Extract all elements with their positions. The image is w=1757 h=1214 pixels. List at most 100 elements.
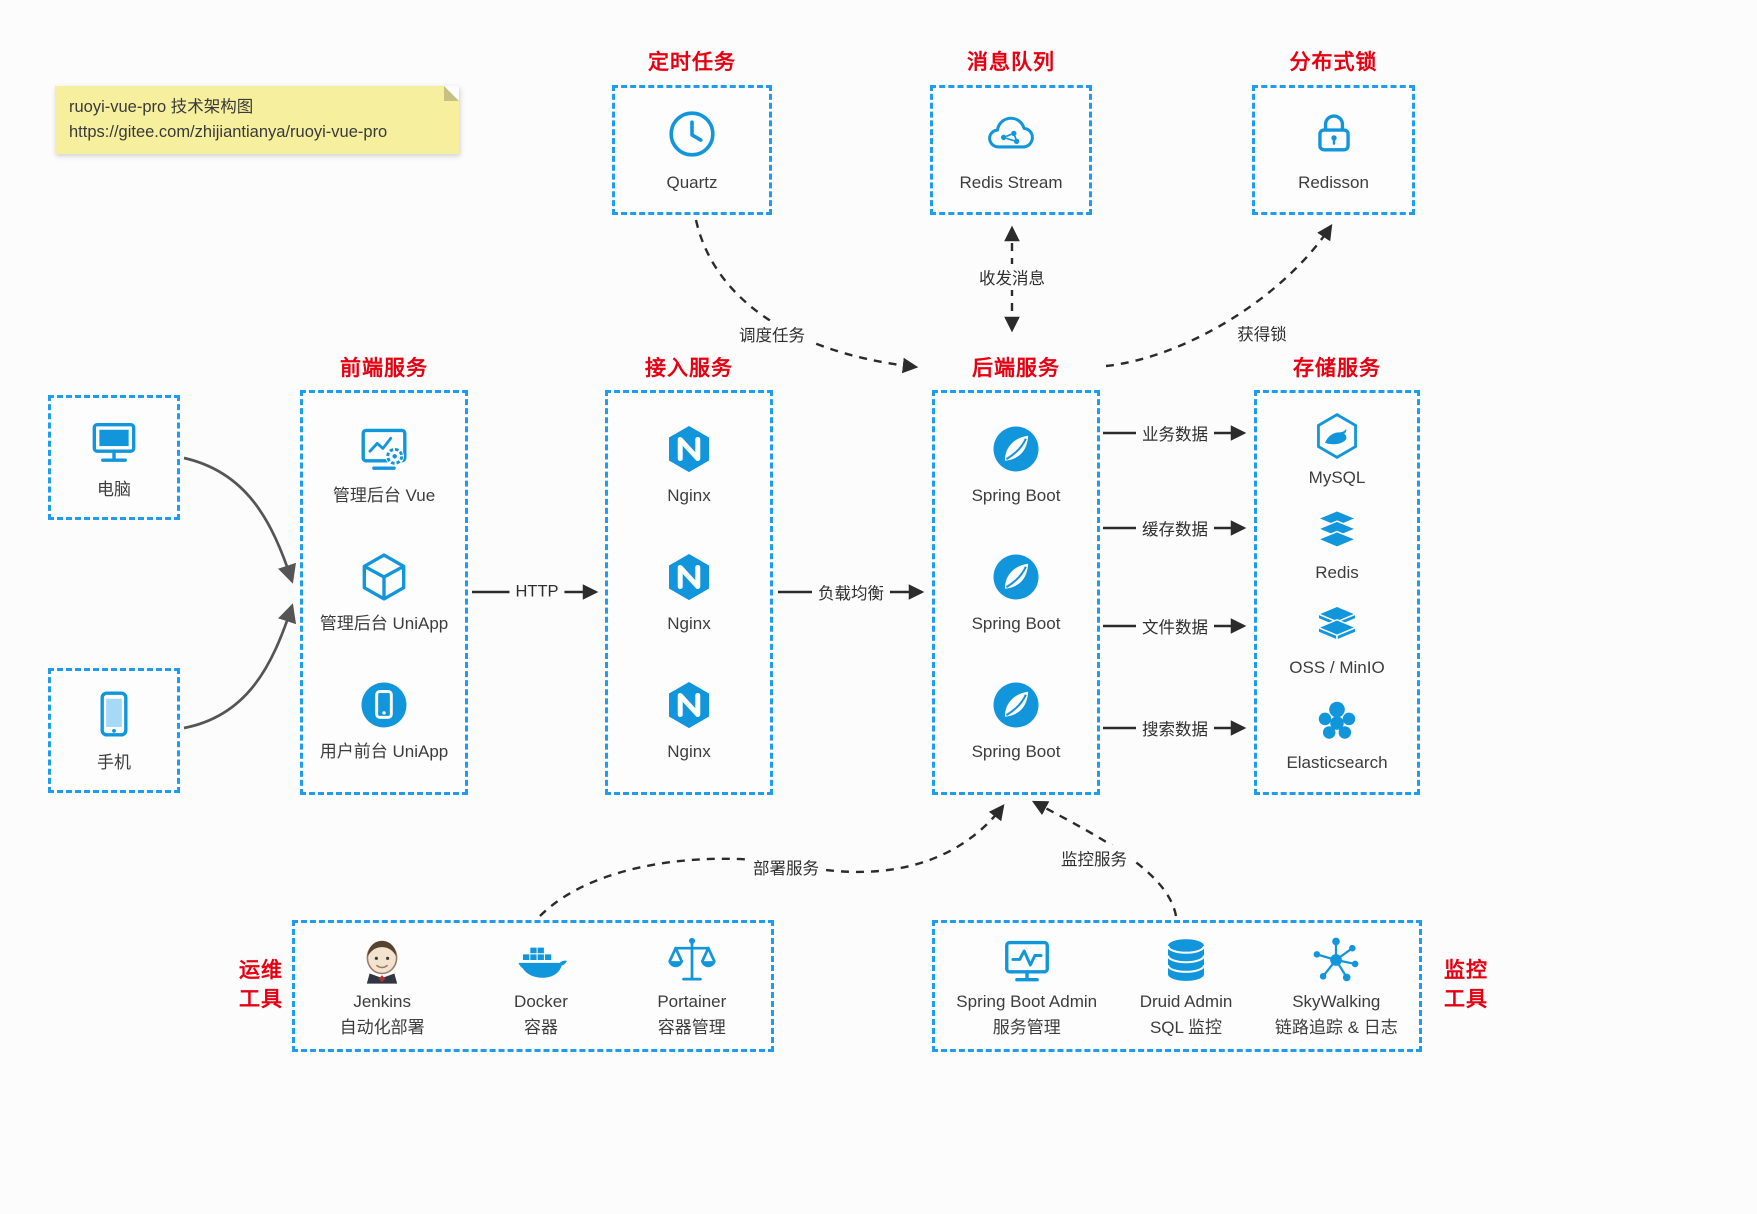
admin-uniapp-label: 管理后台 UniApp (319, 613, 449, 633)
mysql-node: MySQL (1309, 411, 1365, 489)
section-title-scheduled-tasks: 定时任务 (648, 51, 736, 74)
spring-boot-icon (989, 422, 1043, 476)
docker-node: Docker 容器 (514, 933, 568, 1039)
frontend-services-box: 管理后台 Vue 管理后台 UniApp 用户前台 UniApp (300, 390, 468, 795)
docker-icon (514, 933, 568, 987)
section-title-message-queue: 消息队列 (967, 51, 1055, 74)
nginx-label: Nginx (667, 613, 711, 633)
jenkins-sub-label: 自动化部署 (339, 1018, 425, 1037)
ops-side-label-line1: 运维 (239, 959, 283, 982)
redis-node: Redis (1312, 506, 1362, 584)
section-title-frontend: 前端服务 (340, 357, 428, 380)
jenkins-node: Jenkins 自动化部署 (340, 933, 425, 1039)
storage-stack-icon (1312, 601, 1362, 651)
section-title-access: 接入服务 (645, 357, 733, 380)
portainer-label: Portainer (657, 992, 727, 1011)
edge-label-cache-data: 缓存数据 (1136, 515, 1214, 541)
monitor-tools-side-label: 监控 工具 (1437, 956, 1495, 1014)
admin-vue-node: 管理后台 Vue (333, 422, 435, 507)
monitor-side-label-line2: 工具 (1444, 988, 1488, 1011)
edge-label-lock: 获得锁 (1231, 320, 1293, 346)
storage-services-box: MySQL Redis OSS / MinIO Elasticsearch (1254, 390, 1420, 795)
portainer-scales-icon (665, 933, 719, 987)
user-uniapp-label: 用户前台 UniApp (319, 741, 449, 761)
jenkins-icon (355, 933, 409, 987)
edge-lock-path (1105, 224, 1333, 368)
nginx-icon (662, 678, 716, 732)
spring-boot-icon (989, 550, 1043, 604)
monitor-icon (87, 414, 141, 468)
edge-label-messaging: 收发消息 (973, 264, 1051, 290)
spring-boot-icon (989, 678, 1043, 732)
user-uniapp-node: 用户前台 UniApp (320, 678, 448, 763)
access-services-box: Nginx Nginx Nginx (605, 390, 773, 795)
spring-boot-admin-sub-label: 服务管理 (992, 1018, 1061, 1037)
note-url: https://gitee.com/zhijiantianya/ruoyi-vu… (69, 123, 388, 141)
ops-tools-side-label: 运维 工具 (232, 956, 290, 1014)
pc-label: 电脑 (97, 480, 131, 499)
spring-boot-node: Spring Boot (971, 422, 1061, 507)
admin-vue-label: 管理后台 Vue (332, 486, 436, 506)
uniapp-user-icon (357, 678, 411, 732)
spring-boot-label: Spring Boot (971, 741, 1061, 761)
monitor-side-label-line1: 监控 (1444, 959, 1488, 982)
phone-label: 手机 (97, 753, 131, 772)
druid-admin-sub-label: SQL 监控 (1149, 1018, 1223, 1037)
oss-minio-label: OSS / MinIO (1289, 657, 1385, 677)
note-title: ruoyi-vue-pro 技术架构图 (69, 98, 254, 116)
nginx-node: Nginx (662, 550, 716, 635)
nginx-icon (662, 422, 716, 476)
docker-label: Docker (514, 992, 568, 1011)
nginx-icon (662, 550, 716, 604)
druid-admin-label: Druid Admin (1139, 992, 1233, 1011)
clock-icon (665, 107, 719, 161)
oss-minio-node: OSS / MinIO (1289, 601, 1385, 679)
nginx-node: Nginx (662, 422, 716, 507)
redis-label: Redis (1315, 563, 1359, 583)
jenkins-label: Jenkins (353, 992, 411, 1011)
skywalking-node: SkyWalking 链路追踪 & 日志 (1275, 933, 1398, 1039)
cloud-network-icon (984, 107, 1038, 161)
spring-boot-node: Spring Boot (971, 678, 1061, 763)
mysql-icon (1312, 411, 1362, 461)
edge-label-search-data: 搜索数据 (1136, 715, 1214, 741)
edge-label-monitor: 监控服务 (1055, 845, 1133, 871)
title-note: ruoyi-vue-pro 技术架构图 https://gitee.com/zh… (55, 86, 459, 154)
edge-label-http: HTTP (509, 581, 565, 603)
portainer-sub-label: 容器管理 (657, 1018, 726, 1037)
spring-boot-label: Spring Boot (971, 486, 1061, 506)
nginx-label: Nginx (667, 741, 711, 761)
section-title-storage: 存储服务 (1293, 357, 1381, 380)
edge-label-load-balance: 负载均衡 (812, 579, 890, 605)
database-icon (1159, 933, 1213, 987)
spring-boot-node: Spring Boot (971, 550, 1061, 635)
edge-pc-frontend-path (183, 456, 296, 584)
section-title-backend: 后端服务 (972, 357, 1060, 380)
redisson-box: Redisson (1252, 85, 1415, 215)
monitor-tools-box: Spring Boot Admin 服务管理 Druid Admin SQL 监… (932, 920, 1422, 1052)
edge-label-file-data: 文件数据 (1136, 613, 1214, 639)
admin-uniapp-node: 管理后台 UniApp (320, 550, 448, 635)
docker-sub-label: 容器 (523, 1018, 558, 1037)
spring-boot-label: Spring Boot (971, 613, 1061, 633)
spring-boot-admin-label: Spring Boot Admin (956, 992, 1098, 1011)
network-graph-icon (1309, 933, 1363, 987)
elasticsearch-label: Elasticsearch (1286, 752, 1388, 772)
redisson-label: Redisson (1298, 172, 1369, 192)
edge-label-deploy: 部署服务 (747, 854, 825, 880)
admin-monitor-icon (1000, 933, 1054, 987)
redis-stream-box: Redis Stream (930, 85, 1092, 215)
edge-phone-frontend-path (183, 603, 297, 730)
quartz-label: Quartz (666, 172, 718, 192)
portainer-node: Portainer 容器管理 (657, 933, 726, 1039)
quartz-box: Quartz (612, 85, 772, 215)
nginx-node: Nginx (662, 678, 716, 763)
phone-client-box: 手机 (48, 668, 180, 793)
ops-side-label-line2: 工具 (239, 988, 283, 1011)
skywalking-label: SkyWalking (1292, 992, 1381, 1011)
uniapp-box-icon (357, 550, 411, 604)
pc-client-box: 电脑 (48, 395, 180, 520)
elasticsearch-icon (1312, 696, 1362, 746)
